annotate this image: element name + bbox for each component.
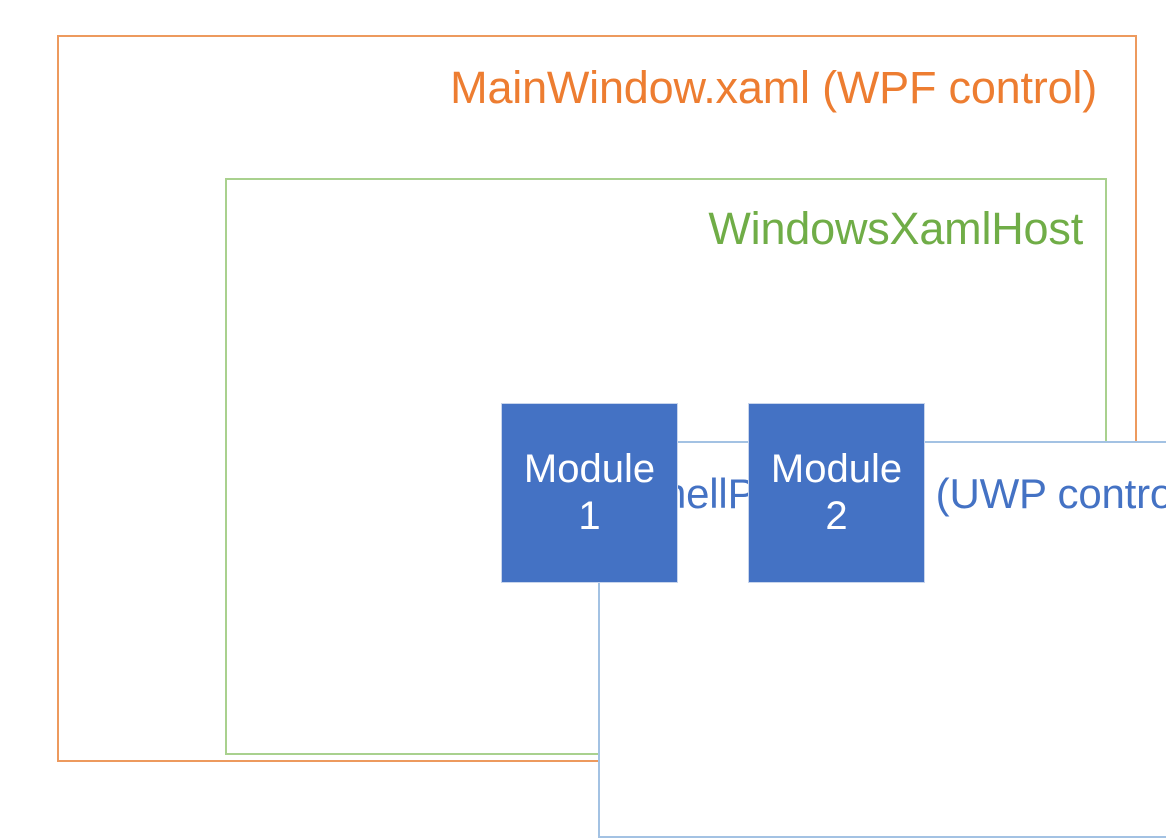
diagram-canvas: MainWindow.xaml (WPF control) WindowsXam… — [57, 35, 1166, 838]
module-1-block: Module 1 — [501, 403, 678, 583]
mainwindow-xaml-container: MainWindow.xaml (WPF control) WindowsXam… — [57, 35, 1166, 838]
module-2-number: 2 — [825, 494, 848, 538]
module-1-name: Module — [523, 446, 656, 491]
module-2-name: Module — [770, 446, 903, 491]
windowsxamlhost-label: WindowsXamlHost — [708, 203, 1083, 254]
mainwindow-xaml-label: MainWindow.xaml (WPF control) — [450, 62, 1097, 113]
module-1-number: 1 — [578, 494, 601, 538]
module-2-block: Module 2 — [748, 403, 925, 583]
